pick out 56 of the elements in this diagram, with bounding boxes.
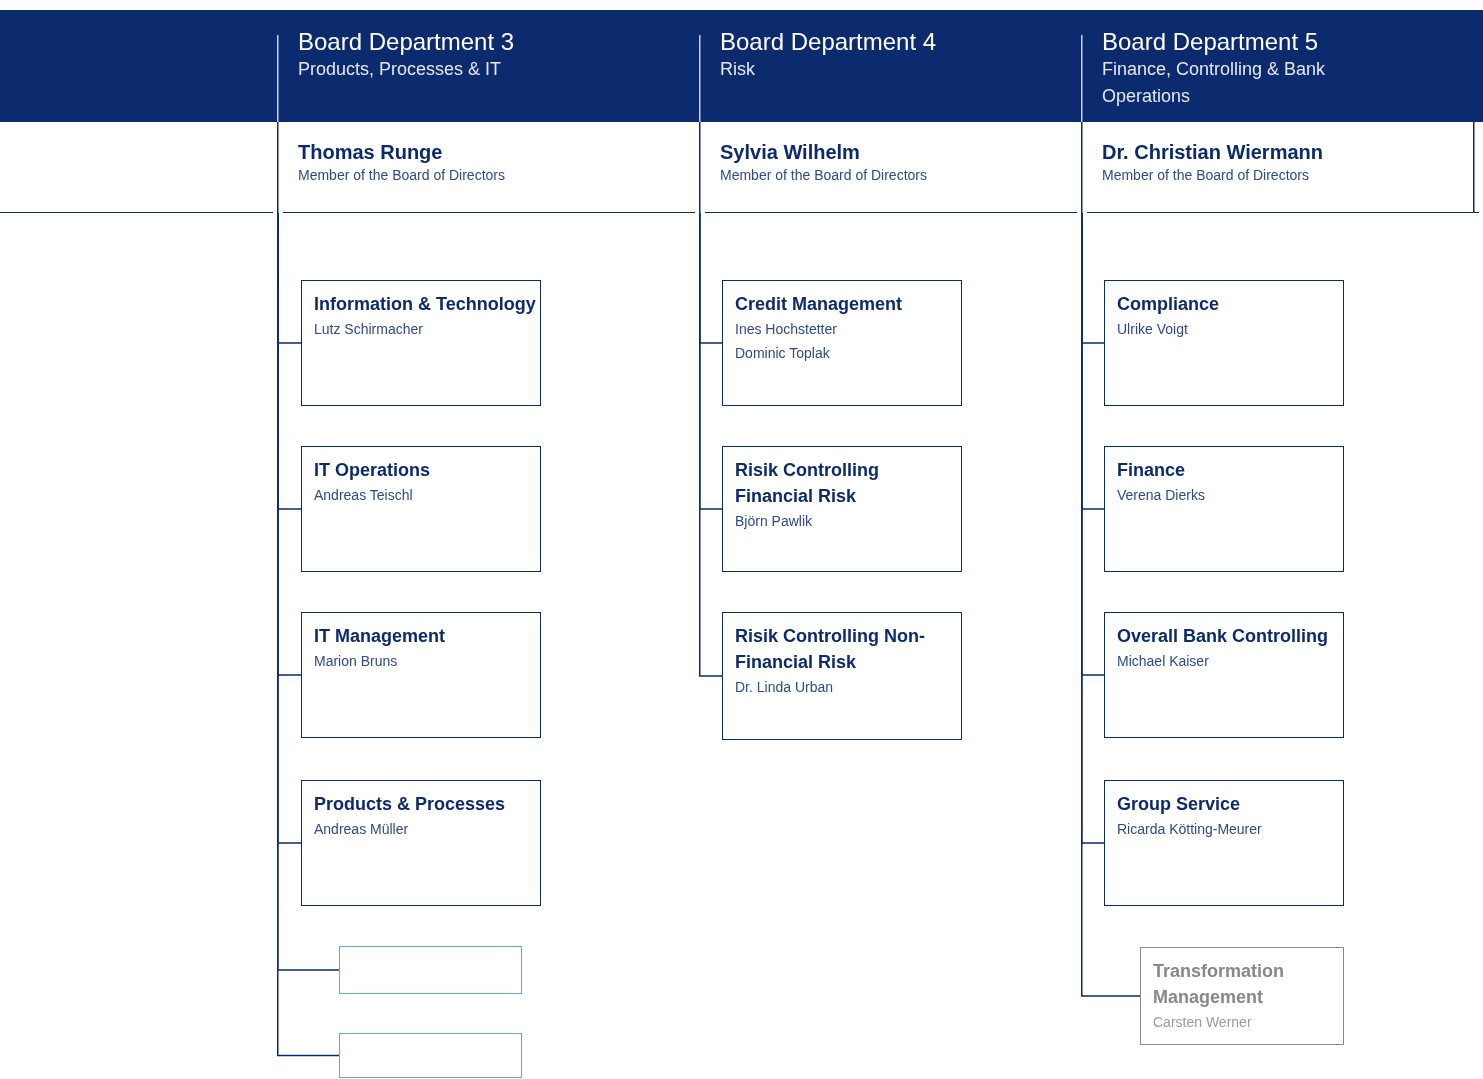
connector-line <box>1081 212 1141 997</box>
unit-title: Information & Technology <box>314 293 536 316</box>
empty-box <box>339 946 522 994</box>
unit-box <box>722 446 962 572</box>
unit-box <box>301 780 541 906</box>
unit-head-name: Ulrike Voigt <box>1117 320 1189 339</box>
unit-title: Transformation Management <box>1153 960 1286 1009</box>
department-column <box>1081 10 1483 213</box>
department-column <box>277 10 699 213</box>
unit-title: Risik Controlling Financial Risk <box>735 459 880 508</box>
department-title: Board Department 3 <box>298 28 516 56</box>
unit-box <box>1140 947 1344 1045</box>
unit-title: Overall Bank Controlling <box>1117 625 1330 648</box>
unit-head-name: Andreas Müller <box>314 820 410 839</box>
director-name: Sylvia Wilhelm <box>720 140 861 164</box>
department-subtitle: Risk <box>720 58 756 81</box>
director-name: Dr. Christian Wiermann <box>1102 140 1324 164</box>
connector-line <box>699 212 723 677</box>
unit-head-name: Björn Pawlik <box>735 512 814 531</box>
unit-head-name: Carsten Werner <box>1153 1013 1253 1032</box>
unit-box <box>722 612 962 740</box>
director-role: Member of the Board of Directors <box>1102 166 1310 185</box>
unit-title: Credit Management <box>735 293 904 316</box>
unit-head-name: Lutz Schirmacher <box>314 320 424 339</box>
unit-head-name: Dr. Linda Urban <box>735 678 835 697</box>
unit-head-name: Marion Bruns <box>314 652 399 671</box>
unit-title: Products & Processes <box>314 793 507 816</box>
unit-head-name: Ines Hochstetter <box>735 320 838 339</box>
department-title: Board Department 4 <box>720 28 938 56</box>
unit-box <box>1104 280 1344 406</box>
unit-box <box>1104 446 1344 572</box>
empty-box <box>339 1033 522 1078</box>
unit-box <box>301 280 541 406</box>
unit-head-name: Michael Kaiser <box>1117 652 1210 671</box>
unit-box <box>301 446 541 572</box>
department-title: Board Department 5 <box>1102 28 1320 56</box>
director-role: Member of the Board of Directors <box>298 166 506 185</box>
unit-title: IT Operations <box>314 459 431 482</box>
department-subtitle: Finance, Controlling & Bank Operations <box>1102 58 1327 108</box>
unit-title: Group Service <box>1117 793 1242 816</box>
unit-box <box>1104 780 1344 906</box>
unit-head-name: Verena Dierks <box>1117 486 1206 505</box>
unit-head-name: Andreas Teischl <box>314 486 414 505</box>
unit-head-name: Ricarda Kötting-Meurer <box>1117 820 1263 839</box>
unit-box <box>1104 612 1344 738</box>
unit-title: IT Management <box>314 625 447 648</box>
director-name: Thomas Runge <box>298 140 444 164</box>
department-subtitle: Products, Processes & IT <box>298 58 503 81</box>
unit-title: Compliance <box>1117 293 1221 316</box>
department-column <box>699 10 1081 213</box>
unit-box <box>722 280 962 406</box>
unit-box <box>301 612 541 738</box>
unit-title: Finance <box>1117 459 1187 482</box>
director-role: Member of the Board of Directors <box>720 166 928 185</box>
unit-title: Risik Controlling Non-Financial Risk <box>735 625 926 674</box>
unit-head-name: Dominic Toplak <box>735 344 831 363</box>
